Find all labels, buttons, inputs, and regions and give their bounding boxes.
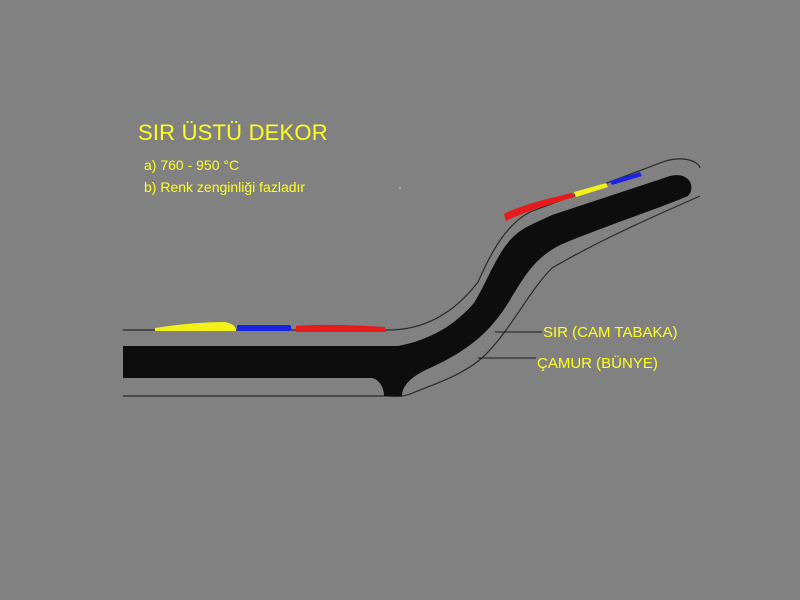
glaze-outline-bottom [123,195,701,398]
diagram-title: SIR ÜSTÜ DEKOR [138,120,328,145]
clay-body-label: ÇAMUR (BÜNYE) [537,355,658,372]
decor-blue-slope [610,172,642,185]
decor-yellow-slope [574,183,608,197]
clay-body [123,175,692,396]
color-richness-note: b) Renk zenginliği fazladır [144,179,306,195]
decor-blue-flat [237,325,291,331]
decor-red-flat [296,324,386,332]
dot-mark [399,187,401,189]
decor-red-slope [504,193,575,221]
firing-temperature-note: a) 760 - 950 °C [144,157,240,173]
glaze-outline-top [123,158,701,331]
glaze-layer-label: SIR (CAM TABAKA) [543,324,678,341]
decor-yellow-flat [155,322,236,331]
